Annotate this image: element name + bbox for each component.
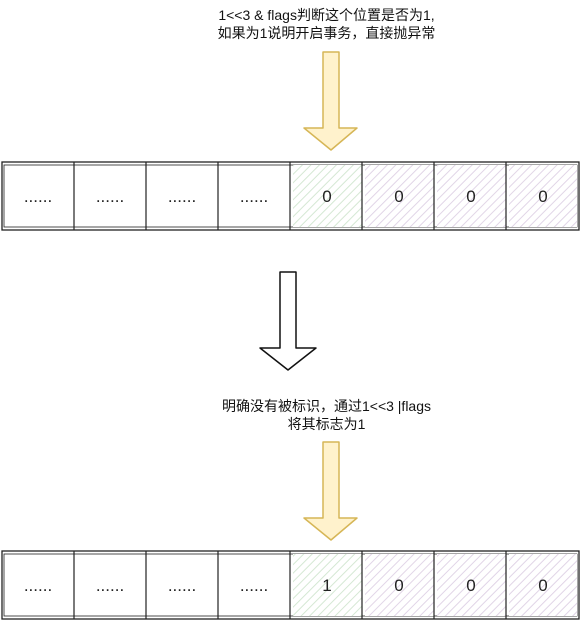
row-before-cell-6-text: 0 — [394, 187, 403, 206]
row-after-cell-4-text: ...... — [240, 576, 268, 595]
middle-annotation-line-2: 将其标志为1 — [287, 416, 366, 432]
middle-annotation: 明确没有被标识，通过1<<3 |flags 将其标志为1 — [36, 397, 581, 433]
row-before-cell-8-text: 0 — [538, 187, 547, 206]
row-before-cell-7 — [437, 165, 506, 227]
bitmap-row-after: ...... ...... ...... ...... 1 0 0 0 — [1, 550, 580, 620]
row-before-cell-6 — [365, 165, 434, 227]
middle-annotation-line-1: 明确没有被标识，通过1<<3 |flags — [221, 398, 432, 414]
set-flag-arrow-icon — [303, 441, 358, 541]
check-arrow-icon — [303, 51, 358, 151]
top-annotation-line-1: 1<<3 & flags判断这个位置是否为1, — [218, 7, 435, 23]
row-before-cell-3-text: ...... — [168, 187, 196, 206]
row-after-cell-7-text: 0 — [466, 576, 475, 595]
row-after-cell-2-text: ...... — [96, 576, 124, 595]
row-before-cell-4-text: ...... — [240, 187, 268, 206]
bitmap-row-before: ...... ...... ...... ...... 0 0 0 0 — [1, 161, 580, 231]
transition-arrow-icon — [259, 271, 317, 371]
top-annotation: 1<<3 & flags判断这个位置是否为1, 如果为1说明开启事务，直接抛异常 — [36, 6, 581, 42]
row-after-cell-7 — [437, 554, 506, 616]
row-after-cell-6 — [365, 554, 434, 616]
row-after-cell-8 — [509, 554, 577, 616]
row-after-cell-6-text: 0 — [394, 576, 403, 595]
row-after-cell-1-text: ...... — [24, 576, 52, 595]
row-before-cell-5-text: 0 — [322, 187, 331, 206]
row-after-cell-8-text: 0 — [538, 576, 547, 595]
top-annotation-line-2: 如果为1说明开启事务，直接抛异常 — [217, 25, 436, 41]
row-after-cell-3-text: ...... — [168, 576, 196, 595]
row-after-target-cell — [293, 554, 362, 616]
row-before-target-cell — [293, 165, 362, 227]
row-after-cell-5-text: 1 — [322, 576, 331, 595]
row-before-cell-8 — [509, 165, 577, 227]
row-before-cell-7-text: 0 — [466, 187, 475, 206]
row-before-cell-2-text: ...... — [96, 187, 124, 206]
row-before-cell-1-text: ...... — [24, 187, 52, 206]
